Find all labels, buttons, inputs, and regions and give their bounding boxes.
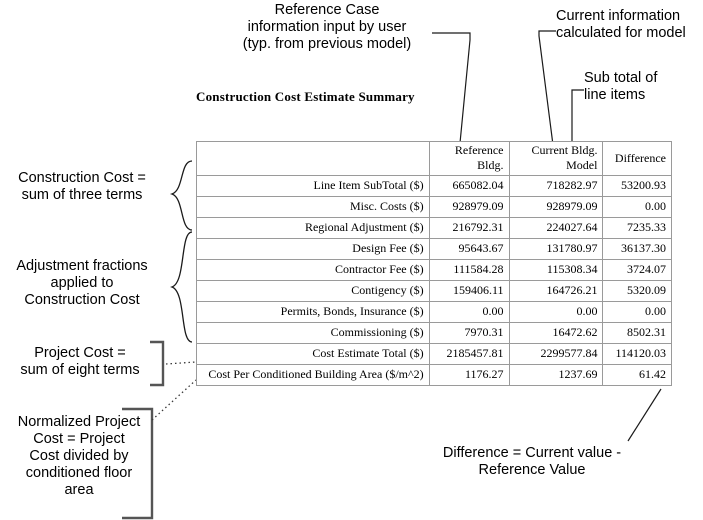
cell-row-label: Contigency ($) [196, 280, 430, 302]
cell-current-value: 0.00 [508, 301, 604, 323]
brace-adjustment-fractions [170, 231, 193, 343]
column-header-reference: Reference Bldg. [428, 141, 510, 176]
cell-difference-value: 0.00 [602, 196, 672, 218]
leader-normalized-cost-dotted [151, 379, 197, 421]
annotation-normalized-project-cost: Normalized Project Cost = Project Cost d… [17, 414, 141, 498]
cell-reference-value: 1176.27 [428, 364, 510, 386]
cell-row-label: Contractor Fee ($) [196, 259, 430, 281]
annotation-adjustment-fractions: Adjustment fractions applied to Construc… [16, 258, 148, 308]
leader-reference-case [432, 32, 471, 144]
cell-current-value: 131780.97 [508, 238, 604, 260]
cell-row-label: Permits, Bonds, Insurance ($) [196, 301, 430, 323]
cell-current-value: 164726.21 [508, 280, 604, 302]
cell-current-value: 16472.62 [508, 322, 604, 344]
cell-reference-value: 2185457.81 [428, 343, 510, 365]
page-title: Construction Cost Estimate Summary [196, 89, 415, 104]
leader-project-cost-dotted [165, 361, 197, 365]
annotation-current-information: Current information calculated for model [556, 8, 686, 41]
table-header: Reference Bldg. Current Bldg. Model Diff… [196, 141, 672, 176]
leader-current-information [538, 30, 556, 146]
cell-reference-value: 111584.28 [428, 259, 510, 281]
table-row: Cost Per Conditioned Building Area ($/m^… [196, 364, 672, 386]
cell-current-value: 718282.97 [508, 175, 604, 197]
cell-reference-value: 159406.11 [428, 280, 510, 302]
cell-row-label: Design Fee ($) [196, 238, 430, 260]
cell-difference-value: 114120.03 [602, 343, 672, 365]
cell-reference-value: 95643.67 [428, 238, 510, 260]
cell-current-value: 224027.64 [508, 217, 604, 239]
cell-difference-value: 8502.31 [602, 322, 672, 344]
cell-row-label: Misc. Costs ($) [196, 196, 430, 218]
cell-row-label: Commissioning ($) [196, 322, 430, 344]
cell-row-label: Line Item SubTotal ($) [196, 175, 430, 197]
cell-reference-value: 665082.04 [428, 175, 510, 197]
table-header-row: Reference Bldg. Current Bldg. Model Diff… [196, 141, 672, 176]
cell-difference-value: 3724.07 [602, 259, 672, 281]
cell-difference-value: 5320.09 [602, 280, 672, 302]
cell-current-value: 928979.09 [508, 196, 604, 218]
cell-reference-value: 7970.31 [428, 322, 510, 344]
cell-current-value: 1237.69 [508, 364, 604, 386]
cell-row-label: Cost Estimate Total ($) [196, 343, 430, 365]
cell-difference-value: 36137.30 [602, 238, 672, 260]
annotation-project-cost: Project Cost = sum of eight terms [20, 345, 140, 378]
annotation-construction-cost: Construction Cost = sum of three terms [18, 170, 146, 203]
brace-construction-cost [169, 160, 193, 231]
column-header-label [196, 141, 430, 176]
column-header-difference: Difference [602, 141, 672, 176]
cell-reference-value: 928979.09 [428, 196, 510, 218]
cell-difference-value: 7235.33 [602, 217, 672, 239]
cost-estimate-table: Reference Bldg. Current Bldg. Model Diff… [196, 141, 672, 386]
annotation-reference-case: Reference Case information input by user… [242, 2, 412, 52]
cell-difference-value: 61.42 [602, 364, 672, 386]
cell-row-label: Cost Per Conditioned Building Area ($/m^… [196, 364, 430, 386]
annotation-difference: Difference = Current value - Reference V… [442, 445, 622, 478]
cell-reference-value: 0.00 [428, 301, 510, 323]
cell-difference-value: 0.00 [602, 301, 672, 323]
cell-reference-value: 216792.31 [428, 217, 510, 239]
leader-difference [627, 388, 662, 442]
cell-difference-value: 53200.93 [602, 175, 672, 197]
cell-row-label: Regional Adjustment ($) [196, 217, 430, 239]
cell-current-value: 115308.34 [508, 259, 604, 281]
annotation-sub-total: Sub total of line items [584, 70, 658, 103]
column-header-current: Current Bldg. Model [508, 141, 604, 176]
cell-current-value: 2299577.84 [508, 343, 604, 365]
